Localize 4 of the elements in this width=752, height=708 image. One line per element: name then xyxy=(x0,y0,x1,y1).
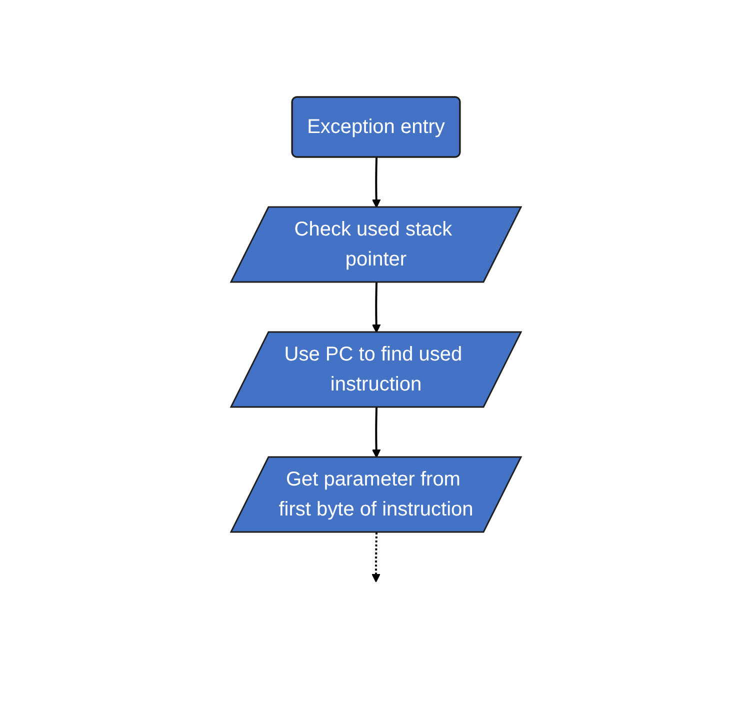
arrow xyxy=(372,156,381,208)
arrow xyxy=(372,406,381,458)
arrow xyxy=(372,532,380,582)
arrow xyxy=(372,282,381,332)
